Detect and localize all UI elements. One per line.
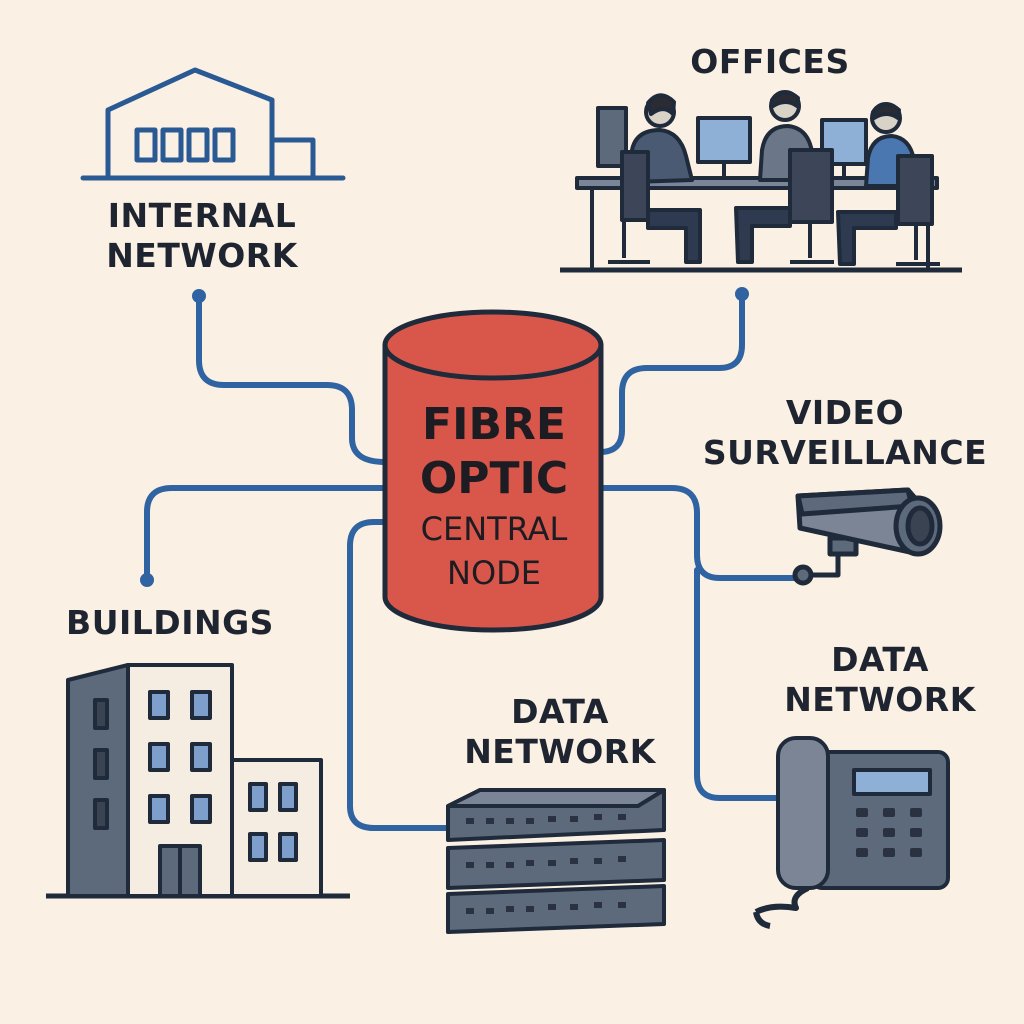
buildings-label-line1: BUILDINGS bbox=[66, 603, 274, 642]
data-network-center-label: DATA NETWORK bbox=[420, 692, 700, 771]
data-network-right-label-line1: DATA bbox=[831, 640, 929, 679]
offices-label: OFFICES bbox=[640, 42, 900, 82]
connector-phone bbox=[694, 567, 793, 801]
connector-data-network-center bbox=[347, 519, 453, 831]
connector-dot-offices bbox=[735, 287, 749, 301]
data-network-center-label-line2: NETWORK bbox=[464, 731, 656, 771]
central-node-subtitle-line1: CENTRAL bbox=[420, 510, 568, 549]
offices-label-line1: OFFICES bbox=[690, 42, 850, 81]
fibre-optic-cylinder bbox=[382, 309, 604, 633]
server-unit bbox=[446, 788, 666, 842]
connector-video bbox=[597, 485, 803, 581]
internal-network-label-line2: NETWORK bbox=[106, 235, 298, 275]
connector-buildings bbox=[144, 485, 388, 583]
data-network-right-label: DATA NETWORK bbox=[750, 640, 1010, 719]
house-icon bbox=[80, 67, 346, 181]
connector-offices bbox=[597, 291, 745, 455]
video-surveillance-label-line2: SURVEILLANCE bbox=[702, 432, 988, 472]
security-camera-icon bbox=[792, 487, 943, 586]
server-rack-icon bbox=[446, 788, 666, 934]
connector-dot-internal bbox=[192, 289, 206, 303]
internal-network-label-line1: INTERNAL bbox=[107, 196, 297, 235]
office-workers-icon bbox=[560, 90, 962, 273]
video-surveillance-label-line1: VIDEO bbox=[785, 393, 905, 432]
central-node-title: FIBRE OPTIC CENTRAL NODE bbox=[386, 398, 602, 593]
internal-network-label: INTERNAL NETWORK bbox=[72, 196, 332, 275]
desk-phone-icon bbox=[753, 736, 950, 929]
central-node-title-line1: FIBRE bbox=[422, 399, 566, 450]
buildings-label: BUILDINGS bbox=[30, 603, 310, 643]
video-surveillance-label: VIDEO SURVEILLANCE bbox=[690, 393, 1000, 472]
central-node-title-line2: OPTIC bbox=[419, 452, 569, 504]
central-node-subtitle-line2: NODE bbox=[447, 554, 541, 593]
connector-internal-network bbox=[196, 293, 388, 465]
data-network-center-label-line1: DATA bbox=[511, 692, 609, 731]
data-network-right-label-line2: NETWORK bbox=[784, 679, 976, 719]
connector-dot-buildings bbox=[140, 573, 154, 587]
buildings-icon bbox=[46, 663, 350, 899]
